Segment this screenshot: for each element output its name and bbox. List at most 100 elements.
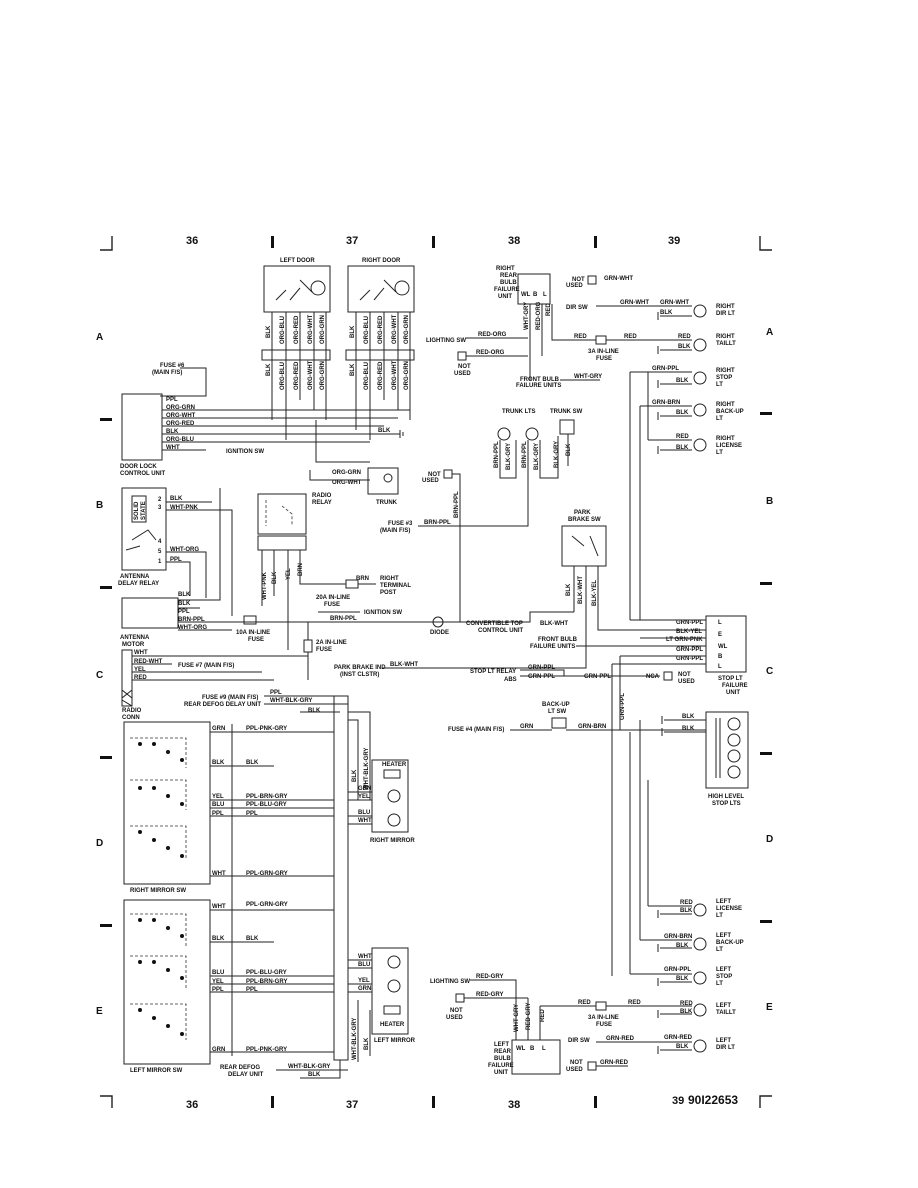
svg-text:RED-ORG: RED-ORG (478, 332, 507, 338)
svg-text:GRN-RED: GRN-RED (600, 1060, 629, 1066)
svg-text:BLK: BLK (676, 378, 689, 384)
svg-text:ORG-BLU: ORG-BLU (280, 316, 286, 344)
svg-text:B: B (718, 654, 723, 660)
svg-text:GRN-RED: GRN-RED (606, 1036, 635, 1042)
grid-row-b-right: B (766, 496, 773, 507)
svg-text:BRN-PPL: BRN-PPL (522, 441, 528, 468)
svg-text:WHT: WHT (212, 871, 226, 877)
svg-text:BLK: BLK (212, 936, 225, 942)
svg-text:PPL: PPL (178, 609, 190, 615)
svg-text:REAR DEFOG DELAY UNIT: REAR DEFOG DELAY UNIT (184, 702, 261, 708)
svg-text:RADIO: RADIO (312, 493, 332, 499)
svg-text:FRONT BULB: FRONT BULB (520, 377, 560, 383)
svg-text:PPL-PNK-GRY: PPL-PNK-GRY (246, 726, 287, 732)
svg-text:HEATER: HEATER (380, 1022, 405, 1028)
svg-text:RED: RED (676, 434, 689, 440)
svg-text:BLK: BLK (364, 1037, 370, 1050)
svg-text:BRN-PPL: BRN-PPL (424, 520, 451, 526)
svg-text:BRN-PPL: BRN-PPL (178, 617, 205, 623)
grid-col-39-top: 39 (668, 235, 680, 247)
svg-text:DELAY RELAY: DELAY RELAY (118, 581, 159, 587)
grid-row-b-left: B (96, 500, 103, 511)
grid-row-d-left: D (96, 838, 103, 849)
svg-text:DIR SW: DIR SW (568, 1038, 590, 1044)
svg-text:LT: LT (716, 382, 723, 388)
svg-text:LT: LT (716, 913, 723, 919)
svg-text:FUSE: FUSE (316, 647, 332, 653)
svg-text:RED-ORG: RED-ORG (476, 350, 505, 356)
svg-text:GRN: GRN (358, 986, 371, 992)
svg-text:WHT-GRY: WHT-GRY (574, 374, 602, 380)
svg-text:SOLID: SOLID (134, 501, 140, 520)
svg-text:ORG-WHT: ORG-WHT (392, 314, 398, 344)
svg-text:PPL-BLU-GRY: PPL-BLU-GRY (246, 970, 287, 976)
svg-text:DIR SW: DIR SW (566, 305, 588, 311)
svg-text:TRUNK LTS: TRUNK LTS (502, 409, 536, 415)
svg-text:RED-WHT: RED-WHT (134, 659, 163, 665)
svg-text:CONN: CONN (122, 715, 140, 721)
svg-text:PPL: PPL (246, 811, 258, 817)
left-rear-bulb-failure-unit: LIGHTING SW RED-GRY RED-GRY NOT USED WHT… (430, 974, 641, 1076)
svg-text:STATE: STATE (141, 501, 147, 520)
fuse-9-rear-defog: FUSE #9 (MAIN F/S) REAR DEFOG DELAY UNIT… (184, 690, 349, 1061)
svg-text:BLK: BLK (266, 325, 272, 338)
svg-text:USED: USED (446, 1015, 463, 1021)
svg-text:PPL-PNK-GRY: PPL-PNK-GRY (246, 1047, 287, 1053)
svg-text:USED: USED (566, 1067, 583, 1073)
svg-text:USED: USED (422, 478, 439, 484)
left-door: LEFT DOOR BLK ORG-BLU ORG-RED ORG-WHT OR… (261, 258, 331, 440)
svg-text:NOT: NOT (678, 672, 691, 678)
svg-text:YEL: YEL (212, 794, 224, 800)
svg-text:(INST CLSTR): (INST CLSTR) (340, 672, 379, 678)
svg-text:BLK: BLK (170, 496, 183, 502)
svg-text:HEATER: HEATER (382, 762, 407, 768)
svg-text:LEFT: LEFT (716, 967, 731, 973)
svg-text:GRN-PPL: GRN-PPL (676, 656, 703, 662)
right-rear-bulb-failure-unit: RIGHT REAR BULB FAILURE UNIT WL B L NOT … (494, 266, 735, 320)
svg-text:BLK: BLK (682, 726, 695, 732)
svg-text:LEFT DOOR: LEFT DOOR (280, 258, 315, 264)
svg-text:TAILLT: TAILLT (716, 1010, 736, 1016)
grid-col-38-bottom: 38 (508, 1099, 520, 1111)
svg-text:RELAY: RELAY (312, 500, 332, 506)
grid-col-38-top: 38 (508, 235, 520, 247)
svg-text:DIR LT: DIR LT (716, 311, 735, 317)
svg-text:PPL-BRN-GRY: PPL-BRN-GRY (246, 979, 287, 985)
svg-text:LIGHTING SW: LIGHTING SW (430, 979, 470, 985)
svg-text:PPL: PPL (212, 811, 224, 817)
fuse-3: FUSE #3 (MAIN F/S) BRN-PPL (380, 478, 529, 534)
svg-text:GRN-PPL: GRN-PPL (528, 674, 555, 680)
svg-text:GRN-PPL: GRN-PPL (652, 366, 679, 372)
svg-text:BRAKE SW: BRAKE SW (568, 517, 601, 523)
svg-text:RED-GRY: RED-GRY (476, 992, 503, 998)
svg-text:GRN-PPL: GRN-PPL (584, 674, 611, 680)
svg-text:WHT: WHT (134, 650, 148, 656)
svg-text:GRN-PPL: GRN-PPL (620, 693, 626, 720)
svg-text:LT SW: LT SW (548, 709, 567, 715)
svg-text:L: L (542, 1046, 546, 1052)
svg-text:FUSE #6: FUSE #6 (160, 363, 185, 369)
svg-text:GRN: GRN (520, 724, 533, 730)
svg-text:LT: LT (716, 416, 723, 422)
svg-text:LT: LT (716, 947, 723, 953)
svg-text:ORG-RED: ORG-RED (378, 361, 384, 390)
svg-text:ORG-BLU: ORG-BLU (364, 316, 370, 344)
svg-text:ANTENNA: ANTENNA (120, 574, 150, 580)
svg-text:FUSE #7 (MAIN F/S): FUSE #7 (MAIN F/S) (178, 663, 234, 669)
svg-text:LT GRN-PNK: LT GRN-PNK (666, 637, 703, 643)
svg-text:LEFT MIRROR SW: LEFT MIRROR SW (130, 1068, 183, 1074)
svg-text:20A IN-LINE: 20A IN-LINE (316, 595, 350, 601)
svg-text:WHT-ORG: WHT-ORG (170, 547, 199, 553)
grid-row-a-left: A (96, 332, 103, 343)
svg-text:BLK: BLK (246, 936, 259, 942)
svg-text:GRN-PPL: GRN-PPL (664, 967, 691, 973)
svg-text:FUSE #3: FUSE #3 (388, 521, 413, 527)
svg-text:GRN: GRN (358, 786, 371, 792)
svg-text:HIGH LEVEL: HIGH LEVEL (708, 794, 744, 800)
svg-text:WL: WL (516, 1046, 526, 1052)
svg-text:FUSE #4 (MAIN F/S): FUSE #4 (MAIN F/S) (448, 727, 504, 733)
svg-text:L: L (718, 664, 722, 670)
svg-text:BLK: BLK (378, 428, 391, 434)
svg-text:ORG-WHT: ORG-WHT (392, 360, 398, 390)
svg-text:UNIT: UNIT (494, 1070, 508, 1076)
